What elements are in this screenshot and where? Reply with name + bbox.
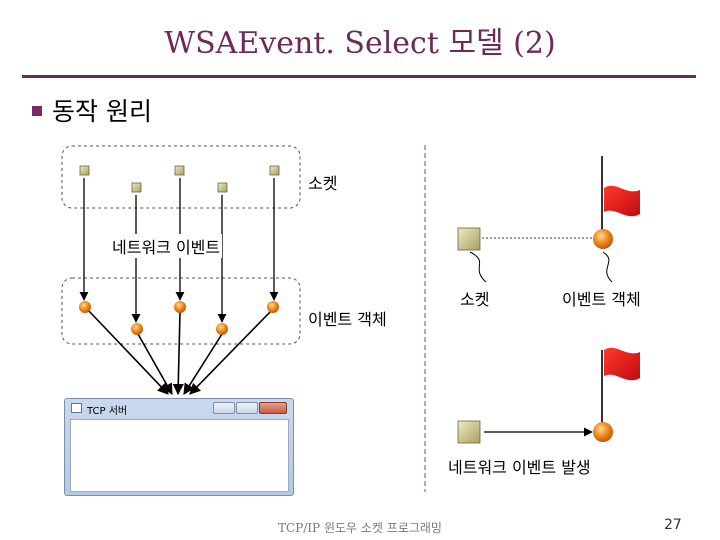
- bullet-square-icon: [32, 106, 42, 116]
- right-event-ball-2: [593, 422, 613, 442]
- socket-leader-line: [469, 251, 487, 283]
- left-socket-squares: [79, 165, 280, 193]
- window-client-area: [70, 419, 289, 492]
- window-app-icon: [71, 403, 82, 413]
- right-socket-label: 소켓: [460, 290, 490, 309]
- event-object-group-box: [61, 277, 301, 345]
- event-ball: [174, 301, 186, 313]
- event-leader-line: [602, 251, 613, 283]
- right-event-object-label: 이벤트 객체: [562, 290, 641, 309]
- event-ball: [79, 301, 91, 313]
- network-event-occurred-label: 네트워크 이벤트 발생: [448, 458, 591, 477]
- tcp-server-window: TCP 서버: [64, 398, 294, 496]
- red-flag-icon: [604, 185, 640, 217]
- slide-title: WSAEvent. Select 모델 (2): [164, 26, 556, 61]
- event-ball: [131, 323, 143, 335]
- event-to-window-arrows: [87, 309, 273, 396]
- network-event-label: 네트워크 이벤트: [110, 234, 223, 258]
- event-ball: [216, 323, 228, 335]
- left-event-object-label: 이벤트 객체: [308, 310, 387, 329]
- right-socket-square-2: [457, 420, 481, 444]
- left-socket-label: 소켓: [308, 174, 338, 193]
- title-divider: [22, 75, 696, 78]
- socket-square: [217, 182, 228, 193]
- bullet-heading: 동작 원리: [52, 97, 152, 126]
- socket-square: [131, 182, 142, 193]
- maximize-button[interactable]: [236, 402, 258, 414]
- close-button[interactable]: [259, 402, 287, 414]
- minimize-button[interactable]: [213, 402, 235, 414]
- right-event-ball: [593, 229, 613, 249]
- window-title: TCP 서버: [87, 406, 128, 417]
- socket-group-box: [61, 145, 301, 209]
- event-ball: [267, 301, 279, 313]
- red-flag-raised-icon: [604, 347, 640, 381]
- socket-to-event-arrows: [79, 178, 279, 323]
- right-socket-square: [457, 227, 481, 251]
- left-event-balls: [79, 301, 279, 335]
- footer-text: TCP/IP 윈도우 소켓 프로그래밍: [278, 521, 442, 535]
- socket-square: [79, 165, 90, 176]
- socket-square: [174, 165, 185, 176]
- page-number: 27: [664, 517, 682, 533]
- socket-square: [269, 165, 280, 176]
